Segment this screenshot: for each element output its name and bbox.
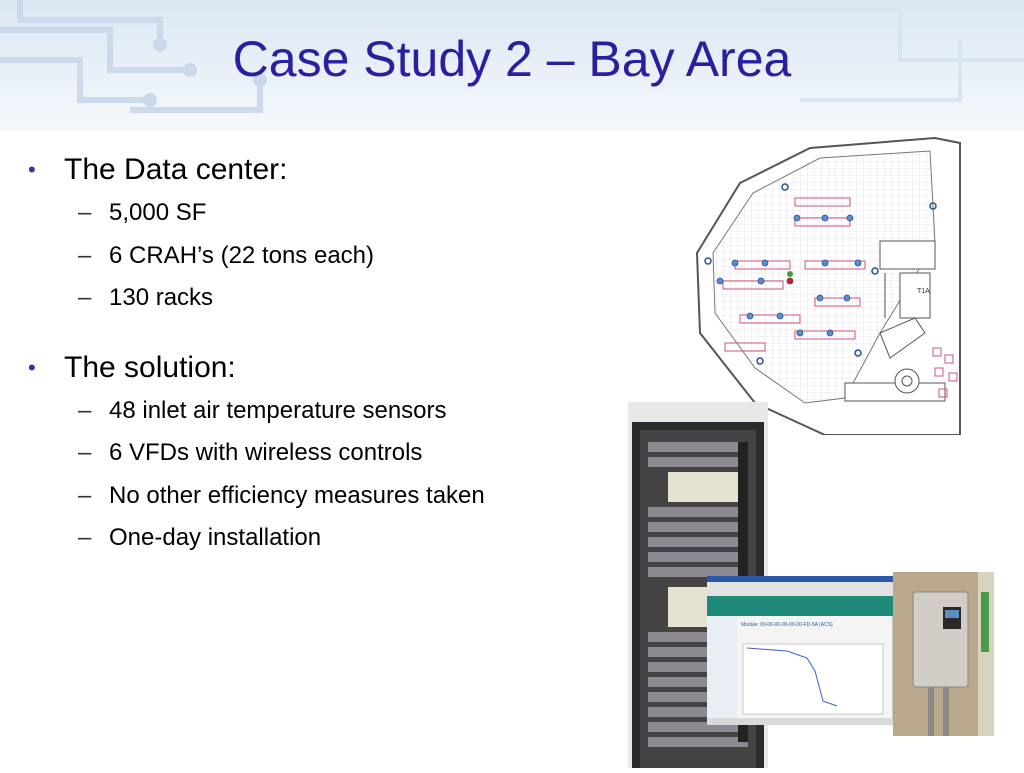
sub-bullet: –No other efficiency measures taken xyxy=(28,475,588,518)
header-banner: Case Study 2 – Bay Area xyxy=(0,0,1024,130)
sub-dash: – xyxy=(78,199,92,226)
bullet-data-center: • The Data center: xyxy=(28,148,588,192)
sub-bullet: –48 inlet air temperature sensors xyxy=(28,390,588,433)
sub-bullet-text: One-day installation xyxy=(109,524,322,551)
sub-dash: – xyxy=(78,241,92,269)
room-label: T1A xyxy=(917,288,930,295)
bullet-dot: • xyxy=(28,157,36,182)
sub-dash: – xyxy=(78,439,92,466)
sub-dash: – xyxy=(78,396,92,424)
sub-bullet-text: 130 racks xyxy=(109,284,214,311)
sub-dash: – xyxy=(78,284,92,311)
sub-dash: – xyxy=(78,481,92,509)
bullet-solution: • The solution: xyxy=(28,346,588,390)
sub-bullet: –6 VFDs with wireless controls xyxy=(28,432,588,475)
sub-dash: – xyxy=(78,524,92,551)
sub-bullet: –6 CRAH’s (22 tons each) xyxy=(28,235,588,278)
bullet-text: The solution: xyxy=(64,350,236,384)
floorplan-image: T1A xyxy=(695,133,965,435)
sub-bullet: –130 racks xyxy=(28,277,588,320)
sub-bullet-text: 6 CRAH’s (22 tons each) xyxy=(109,241,375,269)
sub-bullet-text: 48 inlet air temperature sensors xyxy=(109,396,447,424)
sub-bullet-text: 6 VFDs with wireless controls xyxy=(109,439,423,466)
sub-bullet: –5,000 SF xyxy=(28,192,588,235)
bullet-dot: • xyxy=(28,354,36,380)
software-screenshot: Module: 00-00-00-00-00-00-FD-5A (ACS) xyxy=(706,575,894,726)
sub-bullet-text: No other efficiency measures taken xyxy=(109,481,485,509)
circuit-background xyxy=(0,0,1024,113)
module-heading: Module: 00-00-00-00-00-00-FD-5A (ACS) xyxy=(741,622,833,628)
bullet-text: The Data center: xyxy=(64,153,288,186)
vfd-photo xyxy=(893,572,994,736)
slide-title: Case Study 2 – Bay Area xyxy=(232,31,792,87)
sub-bullet: –One-day installation xyxy=(28,517,588,560)
sub-bullet-text: 5,000 SF xyxy=(109,199,207,226)
slide-body: • The Data center: –5,000 SF –6 CRAH’s (… xyxy=(28,148,588,560)
